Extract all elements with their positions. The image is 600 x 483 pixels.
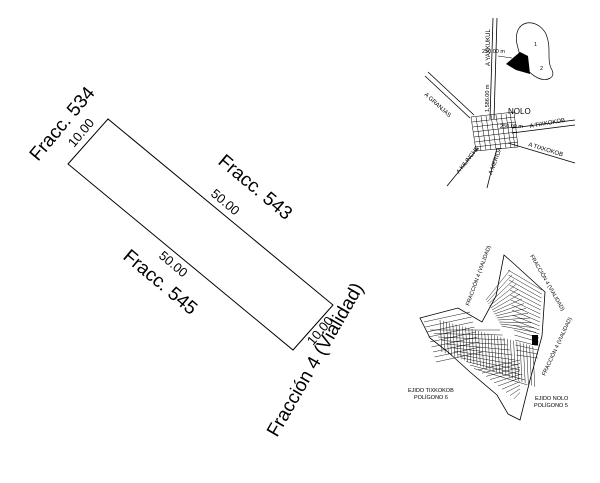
ejido-nolo-label: EJIDO NOLO (535, 396, 569, 402)
fracc-543-label: Fracc. 543 (214, 151, 296, 225)
distance-250-lower: 250.00 m (500, 124, 523, 130)
lot-highlight (532, 335, 538, 345)
parcel-outline (67, 118, 334, 351)
road-label-granjas: A GRANJAS (423, 92, 452, 119)
fraccion-4-label-c: FRACCIÓN 4 (VIALIDAD) (540, 316, 573, 377)
fraccion-4-label-a: FRACCIÓN 4 (VIALIDAD) (464, 244, 492, 306)
town-grid (470, 111, 519, 152)
subdivision-map: FRACCIÓN 4 (VIALIDAD) FRACCIÓN 4 (VIALID… (408, 244, 574, 421)
poligono-5-label: POLÍGONO 5 (534, 402, 568, 409)
site-marker-2: 2 (540, 66, 543, 72)
parcel-drawing: Fracc. 534 10.00 Fracc. 543 50.00 50.00 … (26, 83, 369, 441)
dim-long-side-upper: 50.00 (208, 186, 243, 218)
town-label-nolo: NOLO (508, 107, 531, 116)
site-marker-1: 1 (534, 42, 537, 48)
site-polygon-filled (506, 52, 530, 74)
poligono-6-label: POLÍGONO 6 (414, 394, 448, 401)
ejido-tixkokob-label: EJIDO TIXKOKOB (408, 388, 454, 394)
distance-250-upper: 250.00 m (482, 49, 505, 55)
subdivision-outline (419, 254, 546, 421)
distance-1586: 1,586.00 m (485, 84, 491, 112)
fraccion-4-label: Fracción 4 (Vialidad) (263, 279, 368, 440)
road-label-merida: A MERIDA (488, 147, 503, 176)
road-label-yaxkukul: A YAXKUKUL (486, 29, 492, 66)
location-map: 1 2 A YAXKUKUL 250.00 m 1,586.00 m A GRA… (423, 17, 576, 189)
road-label-kilinche: A KILINCHE (456, 146, 481, 176)
